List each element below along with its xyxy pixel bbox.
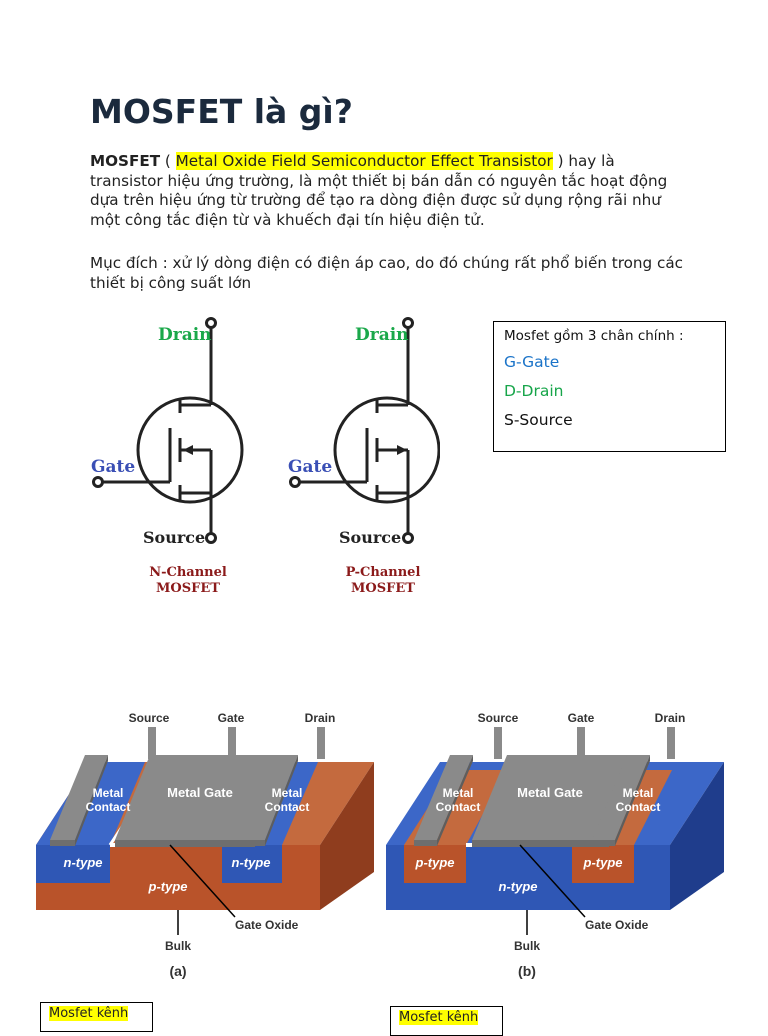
b-contact-right-1: Metal (623, 786, 654, 800)
n-caption-2: MOSFET (156, 581, 220, 596)
b-source-label: Source (478, 711, 519, 725)
b-contact-right-2: Contact (616, 800, 661, 814)
b-substrate-label: n-type (499, 879, 538, 894)
n-drain-label: Drain (158, 325, 212, 345)
cross-section-a: Source Gate Drain Metal Gate Metal Conta… (36, 711, 374, 979)
a-source-label: Source (129, 711, 170, 725)
n-gate-label: Gate (91, 457, 135, 477)
intro-term: MOSFET (90, 152, 161, 170)
b-contact-left-1: Metal (443, 786, 474, 800)
b-well-right: p-type (583, 855, 623, 870)
cross-section-b: Source Gate Drain Metal Gate Metal Conta… (386, 711, 724, 979)
b-metal-gate-label: Metal Gate (517, 785, 583, 800)
n-source-label: Source (143, 528, 205, 547)
n-caption-1: N-Channel (149, 565, 227, 580)
b-contact-left-2: Contact (436, 800, 481, 814)
intro-full-name: Metal Oxide Field Semiconductor Effect T… (175, 152, 553, 170)
a-contact-left-1: Metal (93, 786, 124, 800)
a-gate-label: Gate (218, 711, 245, 725)
p-source-label: Source (339, 528, 401, 547)
mosfet-symbols: Drain Gate Source N-Channel MOSFET Drain… (91, 317, 440, 596)
p-caption-2: MOSFET (351, 581, 415, 596)
bottom-box-left: Mosfet kênh (40, 1002, 153, 1032)
purpose-paragraph: Mục đích : xử lý dòng điện có điện áp ca… (90, 254, 684, 292)
p-drain-label: Drain (355, 325, 409, 345)
b-well-left: p-type (415, 855, 455, 870)
n-channel-symbol (92, 317, 244, 544)
a-drain-label: Drain (305, 711, 336, 725)
pin-source: S-Source (504, 411, 573, 429)
bottom-box-right-text: Mosfet kênh (399, 1010, 479, 1025)
a-metal-gate-label: Metal Gate (167, 785, 233, 800)
intro-paragraph: MOSFET ( Metal Oxide Field Semiconductor… (90, 152, 690, 230)
a-bulk-label: Bulk (165, 939, 191, 953)
p-channel-symbol (289, 317, 440, 544)
b-figure-label: (b) (518, 963, 536, 979)
a-substrate-label: p-type (148, 879, 188, 894)
a-oxide-label: Gate Oxide (235, 918, 299, 932)
a-well-right: n-type (232, 855, 271, 870)
a-contact-right-1: Metal (272, 786, 303, 800)
b-bulk-label: Bulk (514, 939, 540, 953)
pins-header: Mosfet gồm 3 chân chính : (504, 328, 684, 344)
b-gate-label: Gate (568, 711, 595, 725)
page-title: MOSFET là gì? (90, 92, 353, 131)
p-gate-label: Gate (288, 457, 332, 477)
pin-gate: G-Gate (504, 353, 560, 371)
a-figure-label: (a) (169, 963, 186, 979)
pins-box: Mosfet gồm 3 chân chính : G-Gate D-Drain… (493, 321, 726, 452)
bottom-box-left-text: Mosfet kênh (49, 1006, 129, 1021)
p-caption-1: P-Channel (346, 565, 421, 580)
intro-open-paren: ( (160, 152, 176, 170)
b-drain-label: Drain (655, 711, 686, 725)
a-well-left: n-type (64, 855, 103, 870)
bottom-box-right: Mosfet kênh (390, 1006, 503, 1036)
pin-drain: D-Drain (504, 382, 564, 400)
a-contact-left-2: Contact (86, 800, 131, 814)
b-oxide-label: Gate Oxide (585, 918, 649, 932)
intro-rest: ) hay là transistor hiệu ứng trường, là … (90, 152, 668, 229)
a-contact-right-2: Contact (265, 800, 310, 814)
